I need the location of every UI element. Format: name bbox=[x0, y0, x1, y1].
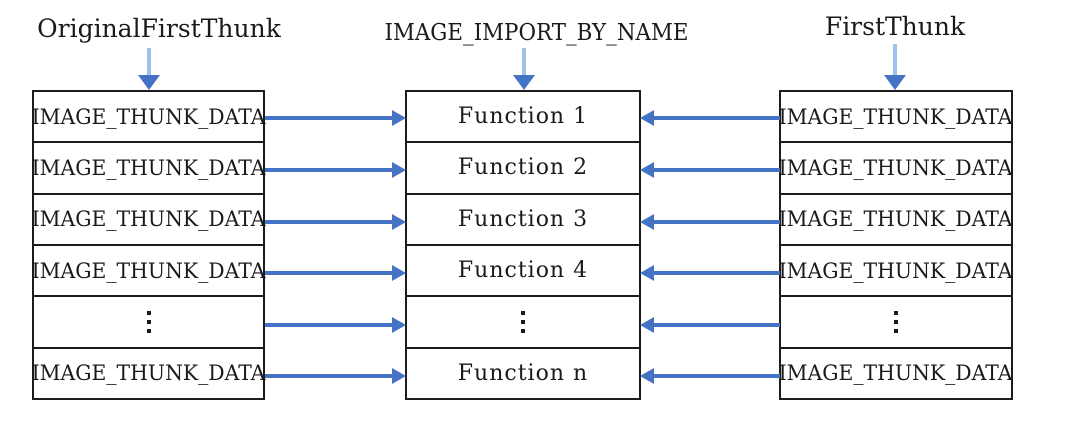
connector-left-to-center-row-6 bbox=[265, 368, 406, 384]
connector-left-to-center-row-5 bbox=[265, 317, 406, 333]
function-cell-ellipsis[interactable] bbox=[407, 297, 639, 349]
thunk-cell[interactable]: IMAGE_THUNK_DATA bbox=[779, 348, 1013, 398]
connector-right-to-center-row-4 bbox=[640, 265, 780, 281]
pointer-arrow-first-thunk bbox=[884, 44, 906, 90]
vertical-ellipsis-icon bbox=[521, 310, 525, 333]
thunk-cell-ellipsis[interactable] bbox=[34, 297, 263, 349]
function-cell[interactable]: Function 2 bbox=[407, 143, 639, 195]
pointer-arrow-image-import-by-name bbox=[513, 48, 535, 90]
thunk-cell[interactable]: IMAGE_THUNK_DATA bbox=[31, 143, 266, 195]
thunk-cell[interactable]: IMAGE_THUNK_DATA bbox=[779, 245, 1013, 298]
cell-label: IMAGE_THUNK_DATA bbox=[779, 104, 1013, 129]
connector-right-to-center-row-6 bbox=[640, 368, 780, 384]
cell-label: Function 2 bbox=[457, 155, 589, 181]
cell-label: Function 3 bbox=[457, 206, 589, 232]
cell-label: Function n bbox=[457, 360, 589, 386]
thunk-cell[interactable]: IMAGE_THUNK_DATA bbox=[31, 348, 266, 398]
column-image-import-by-name: Function 1 Function 2 Function 3 Functio… bbox=[405, 90, 641, 400]
thunk-cell[interactable]: IMAGE_THUNK_DATA bbox=[779, 143, 1013, 195]
pointer-arrow-original-first-thunk bbox=[138, 48, 160, 90]
thunk-cell[interactable]: IMAGE_THUNK_DATA bbox=[779, 194, 1013, 246]
thunk-cell-ellipsis[interactable] bbox=[781, 297, 1011, 349]
cell-label: IMAGE_THUNK_DATA bbox=[779, 155, 1013, 180]
function-cell[interactable]: Function 3 bbox=[407, 194, 639, 246]
connector-right-to-center-row-5 bbox=[640, 317, 780, 333]
cell-label: IMAGE_THUNK_DATA bbox=[31, 155, 266, 180]
connector-right-to-center-row-1 bbox=[640, 110, 780, 126]
thunk-cell[interactable]: IMAGE_THUNK_DATA bbox=[779, 92, 1013, 144]
vertical-ellipsis-icon bbox=[146, 310, 151, 333]
cell-label: IMAGE_THUNK_DATA bbox=[31, 207, 266, 232]
thunk-cell[interactable]: IMAGE_THUNK_DATA bbox=[31, 92, 266, 144]
cell-label: Function 1 bbox=[457, 104, 589, 130]
connector-right-to-center-row-3 bbox=[640, 214, 780, 230]
connector-left-to-center-row-1 bbox=[265, 110, 406, 126]
label-image-import-by-name: IMAGE_IMPORT_BY_NAME bbox=[384, 20, 689, 46]
cell-label: Function 4 bbox=[457, 258, 589, 284]
connector-left-to-center-row-4 bbox=[265, 265, 406, 281]
vertical-ellipsis-icon bbox=[894, 310, 898, 333]
label-first-thunk: FirstThunk bbox=[824, 12, 966, 41]
cell-label: IMAGE_THUNK_DATA bbox=[779, 207, 1013, 232]
cell-label: IMAGE_THUNK_DATA bbox=[31, 104, 266, 129]
cell-label: IMAGE_THUNK_DATA bbox=[779, 361, 1013, 386]
connector-left-to-center-row-2 bbox=[265, 162, 406, 178]
function-cell[interactable]: Function 4 bbox=[407, 245, 639, 298]
label-original-first-thunk: OriginalFirstThunk bbox=[37, 14, 281, 43]
cell-label: IMAGE_THUNK_DATA bbox=[31, 258, 266, 283]
connector-right-to-center-row-2 bbox=[640, 162, 780, 178]
function-cell[interactable]: Function 1 bbox=[407, 92, 639, 144]
connector-left-to-center-row-3 bbox=[265, 214, 406, 230]
column-original-first-thunk: IMAGE_THUNK_DATA IMAGE_THUNK_DATA IMAGE_… bbox=[32, 90, 265, 400]
thunk-cell[interactable]: IMAGE_THUNK_DATA bbox=[31, 245, 266, 298]
cell-label: IMAGE_THUNK_DATA bbox=[779, 258, 1013, 283]
column-first-thunk: IMAGE_THUNK_DATA IMAGE_THUNK_DATA IMAGE_… bbox=[779, 90, 1013, 400]
thunk-cell[interactable]: IMAGE_THUNK_DATA bbox=[31, 194, 266, 246]
function-cell[interactable]: Function n bbox=[407, 348, 639, 398]
cell-label: IMAGE_THUNK_DATA bbox=[31, 361, 266, 386]
